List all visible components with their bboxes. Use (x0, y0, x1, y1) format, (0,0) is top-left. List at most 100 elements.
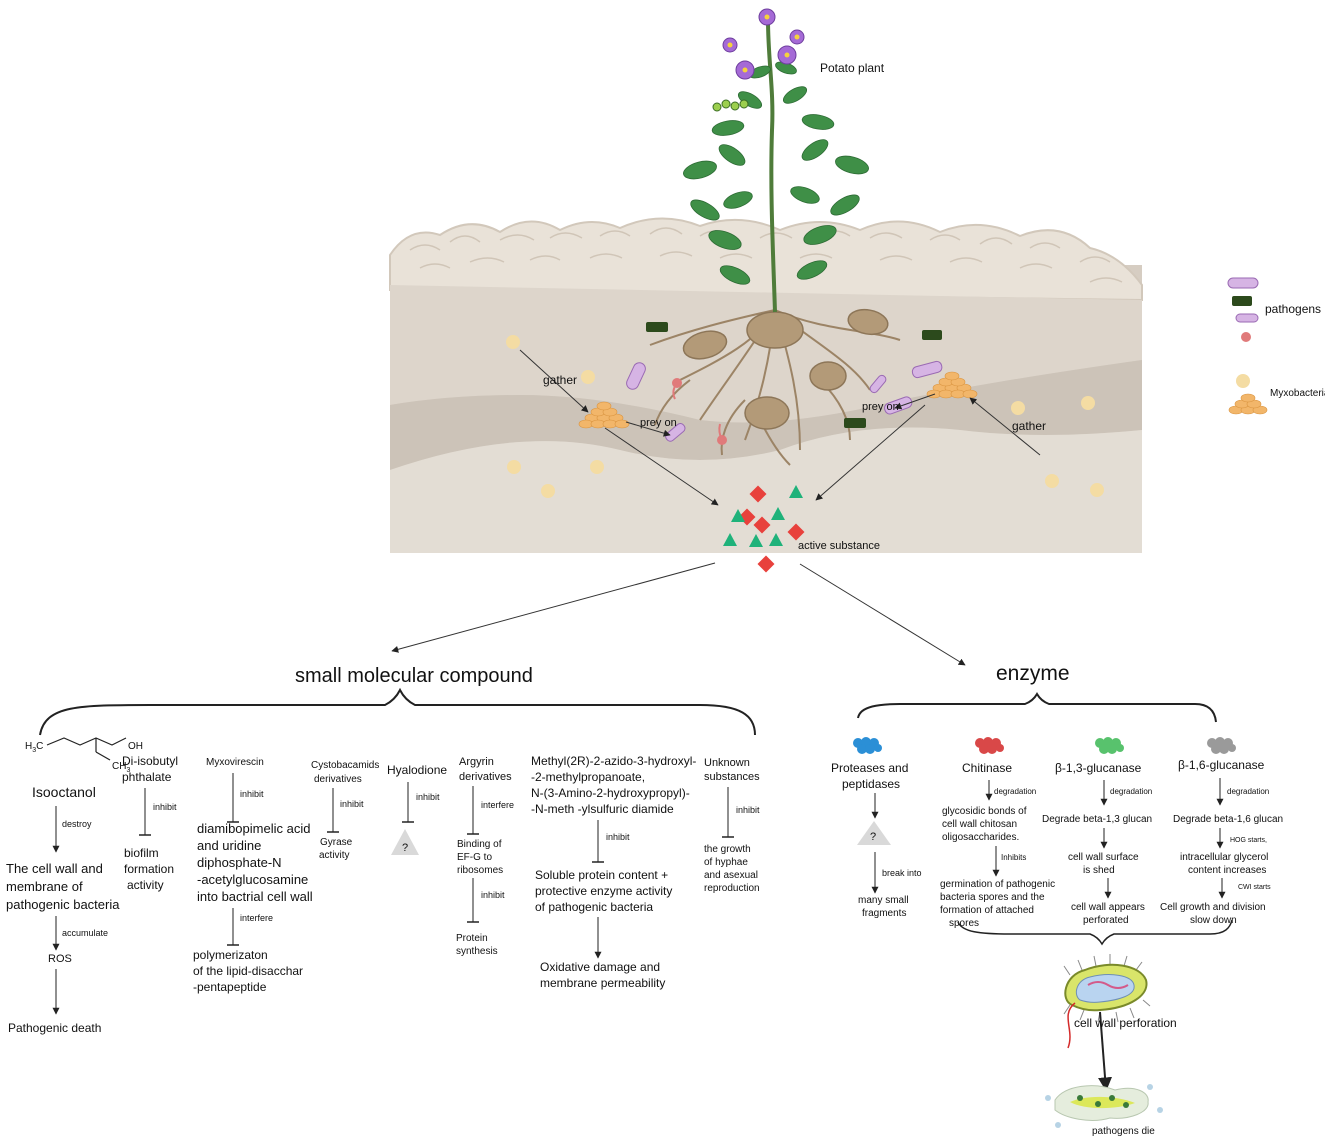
isooctanol-ch-sub: 3 (126, 767, 130, 774)
svg-text:The cell wall and membrane: The cell wall and membrane of pathogenic… (6, 861, 120, 912)
svg-text:many small fragments: many small fragments (858, 895, 911, 919)
unknown-t1-line: and asexual (704, 870, 758, 881)
myxo-t2-line: -pentapeptide (193, 980, 267, 994)
soil-crust (389, 217, 1143, 302)
methyl-name-line: N-(3-Amino-2-hydroxypropyl)- (531, 786, 690, 800)
b13-a1: degradation (1110, 787, 1152, 796)
gather-left-label: gather (543, 373, 577, 387)
chitinase-icon (975, 737, 1004, 754)
unknown-a1: inhibit (736, 805, 760, 815)
legend-pathogen-small-icon (1235, 313, 1259, 323)
active-substance-shapes (723, 485, 805, 573)
svg-text:Cell growth and division s: Cell growth and division slow down (1160, 902, 1268, 926)
scene-arrows (519, 349, 1041, 506)
hyalo-a1: inhibit (416, 792, 440, 802)
chitinase-t2-line: germination of pathogenic (940, 879, 1055, 890)
legend-myxo-dot-icon (1236, 374, 1250, 388)
svg-text:Cystobacamids derivatives: Cystobacamids derivatives (311, 760, 382, 785)
b13-name: β-1,3-glucanase (1055, 761, 1142, 775)
b16-a3: CWI starts (1238, 884, 1271, 891)
svg-text:Argyrin derivatives: Argyrin derivatives (459, 756, 512, 783)
isooctanol-t1-line: membrane of (6, 879, 83, 894)
argyrin-a2: inhibit (481, 890, 505, 900)
argyrin-name-line: derivatives (459, 771, 512, 783)
pathogens-in-soil (626, 322, 943, 445)
arrow-to-enzyme (799, 563, 966, 666)
b13-t3-line: perforated (1083, 915, 1129, 926)
svg-text:Soluble protein content +: Soluble protein content + protective enz… (535, 868, 676, 914)
methyl-t1-line: Soluble protein content + (535, 868, 668, 882)
myxo-t2-line: polymerizaton (193, 948, 268, 962)
dib-t1-line: biofilm (124, 846, 159, 860)
svg-text:CH3: CH3 (112, 761, 130, 774)
b13-t3-line: cell wall appears (1071, 902, 1145, 913)
isooctanol-t2: ROS (48, 953, 72, 965)
svg-text:H3C: H3C (25, 741, 43, 754)
cysto-t1-line: activity (319, 850, 350, 861)
prey-left-label: prey on (640, 417, 677, 429)
b13-t2-line: is shed (1083, 865, 1115, 876)
argyrin-t1-line: EF-G to (457, 852, 492, 863)
enzyme-brace (857, 691, 1217, 723)
svg-text:Proteases and peptidases: Proteases and peptidases (831, 761, 912, 791)
potato-plant-label: Potato plant (820, 61, 885, 75)
b16-t1: Degrade beta-1,6 glucan (1173, 814, 1283, 825)
perforation-label: cell wall perforation (1074, 1016, 1177, 1030)
enzyme-bottom-brace (957, 919, 1233, 946)
hyalo-name: Hyalodione (387, 763, 447, 777)
proteases-name-line: peptidases (842, 777, 900, 791)
unknown-name-line: Unknown (704, 757, 750, 769)
methyl-name-line: -2-methylpropanoate, (531, 770, 645, 784)
potato-plant (683, 8, 869, 313)
dib-t1-line: formation (124, 862, 174, 876)
methyl-t1-line: of pathogenic bacteria (535, 900, 653, 914)
methyl-name-line: -N-meth -ylsulfuric diamide (531, 802, 674, 816)
b16-t2-line: content increases (1188, 865, 1266, 876)
isooctanol-a2: accumulate (62, 928, 108, 938)
legend-pathogen-green-icon (1232, 296, 1252, 306)
argyrin-t2-line: Protein (456, 933, 488, 944)
b16-name: β-1,6-glucanase (1178, 758, 1265, 772)
proteases-a1: break into (882, 868, 922, 878)
svg-text:Unknown substances: Unknown substances (704, 757, 760, 783)
isooctanol-structure (46, 737, 127, 761)
b13-t2-line: cell wall surface (1068, 852, 1139, 863)
pathogens-die-label: pathogens die (1092, 1126, 1155, 1137)
proteases-t1-line: many small (858, 895, 909, 906)
cysto-name-line: derivatives (314, 774, 362, 785)
legend-pathogen-purple-icon (1227, 277, 1259, 289)
small-brace (39, 687, 756, 736)
perforation-arrow (1098, 1011, 1113, 1092)
legend-pathogens-label: pathogens (1265, 302, 1321, 316)
argyrin-t1-line: Binding of (457, 839, 502, 850)
hyalo-question-mark: ? (402, 842, 408, 854)
legend-myxo-cluster-icon (1228, 393, 1268, 415)
b16-t3-line: slow down (1190, 915, 1237, 926)
chitinase-name: Chitinase (962, 761, 1012, 775)
b16-t2-line: intracellular glycerol (1180, 852, 1268, 863)
dib-a1: inhibit (153, 802, 177, 812)
b16-t3-line: Cell growth and division (1160, 902, 1266, 913)
svg-text:Methyl(2R)-2-azido-3-hydroxyl-: Methyl(2R)-2-azido-3-hydroxyl- -2-methyl… (531, 754, 700, 816)
gather-right-label: gather (1012, 419, 1046, 433)
cysto-name-line: Cystobacamids (311, 760, 379, 771)
myxo-t1-line: into bactrial cell wall (197, 889, 313, 904)
methyl-a1: inhibit (606, 832, 630, 842)
myxo-t1-line: diphosphate-N (197, 855, 282, 870)
chitinase-a2: Inhibits (1001, 853, 1026, 862)
proteases-question-mark: ? (870, 831, 876, 843)
dead-pathogen-icon (1045, 1084, 1163, 1128)
chitinase-t1-line: oligosaccharides. (942, 832, 1019, 843)
methyl-name-line: Methyl(2R)-2-azido-3-hydroxyl- (531, 754, 696, 768)
myxobacteria-cluster-left (578, 401, 630, 429)
enzyme-heading: enzyme (996, 662, 1070, 685)
unknown-name-line: substances (704, 771, 760, 783)
myxobacteria-dots (506, 335, 1104, 498)
myxo-t2-line: of the lipid-disacchar (193, 964, 303, 978)
proteases-question-triangle (857, 821, 891, 845)
svg-text:Gyrase activity: Gyrase activity (319, 837, 355, 861)
svg-text:polymerizaton of the lipid: polymerizaton of the lipid-disacchar -pe… (193, 948, 306, 994)
arrow-to-small (391, 562, 716, 653)
argyrin-t1-line: ribosomes (457, 865, 503, 876)
